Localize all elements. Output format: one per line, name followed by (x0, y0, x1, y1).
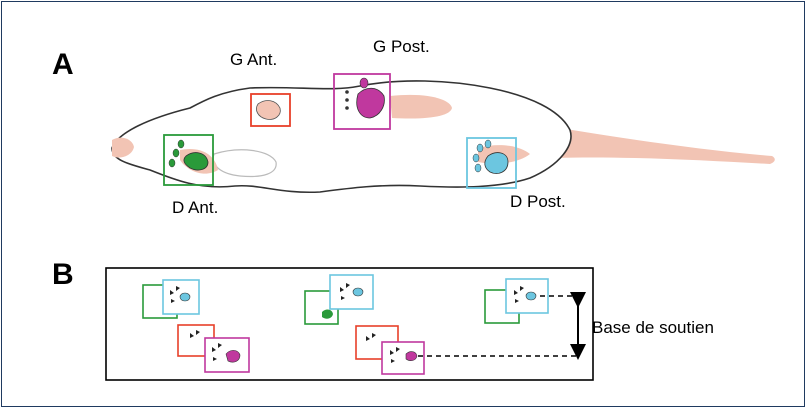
left-hind-paw-box (333, 73, 391, 130)
left-front-paw-box (250, 93, 291, 127)
step-group-1 (142, 279, 250, 373)
paw-box-magenta (381, 341, 425, 375)
rat-body (111, 80, 572, 194)
label-right-front: D Ant. (172, 198, 219, 217)
left-front-paw-print (256, 100, 281, 120)
left-hind-paw-print (356, 87, 385, 119)
right-hind-paw-print (484, 152, 509, 174)
right-front-paw-box (163, 134, 214, 186)
rat-ear (212, 149, 277, 178)
paw-box-blue (329, 274, 374, 310)
rat-back-patch (390, 94, 452, 119)
panel-a-letter: A (52, 48, 74, 81)
right-front-paw-print (183, 152, 209, 171)
rat-tail (555, 128, 775, 164)
right-hind-paw-box (466, 137, 517, 189)
step-group-2 (304, 274, 425, 375)
label-left-hind: G Post. (373, 37, 430, 56)
label-right-hind: D Post. (510, 192, 566, 211)
rat-nose (112, 137, 134, 158)
rat-illustration (111, 80, 775, 194)
label-left-front: G Ant. (230, 50, 278, 69)
step-group-3 (484, 278, 549, 324)
base-support-label: Base de soutien (592, 318, 714, 337)
panel-b-letter: B (52, 258, 74, 291)
